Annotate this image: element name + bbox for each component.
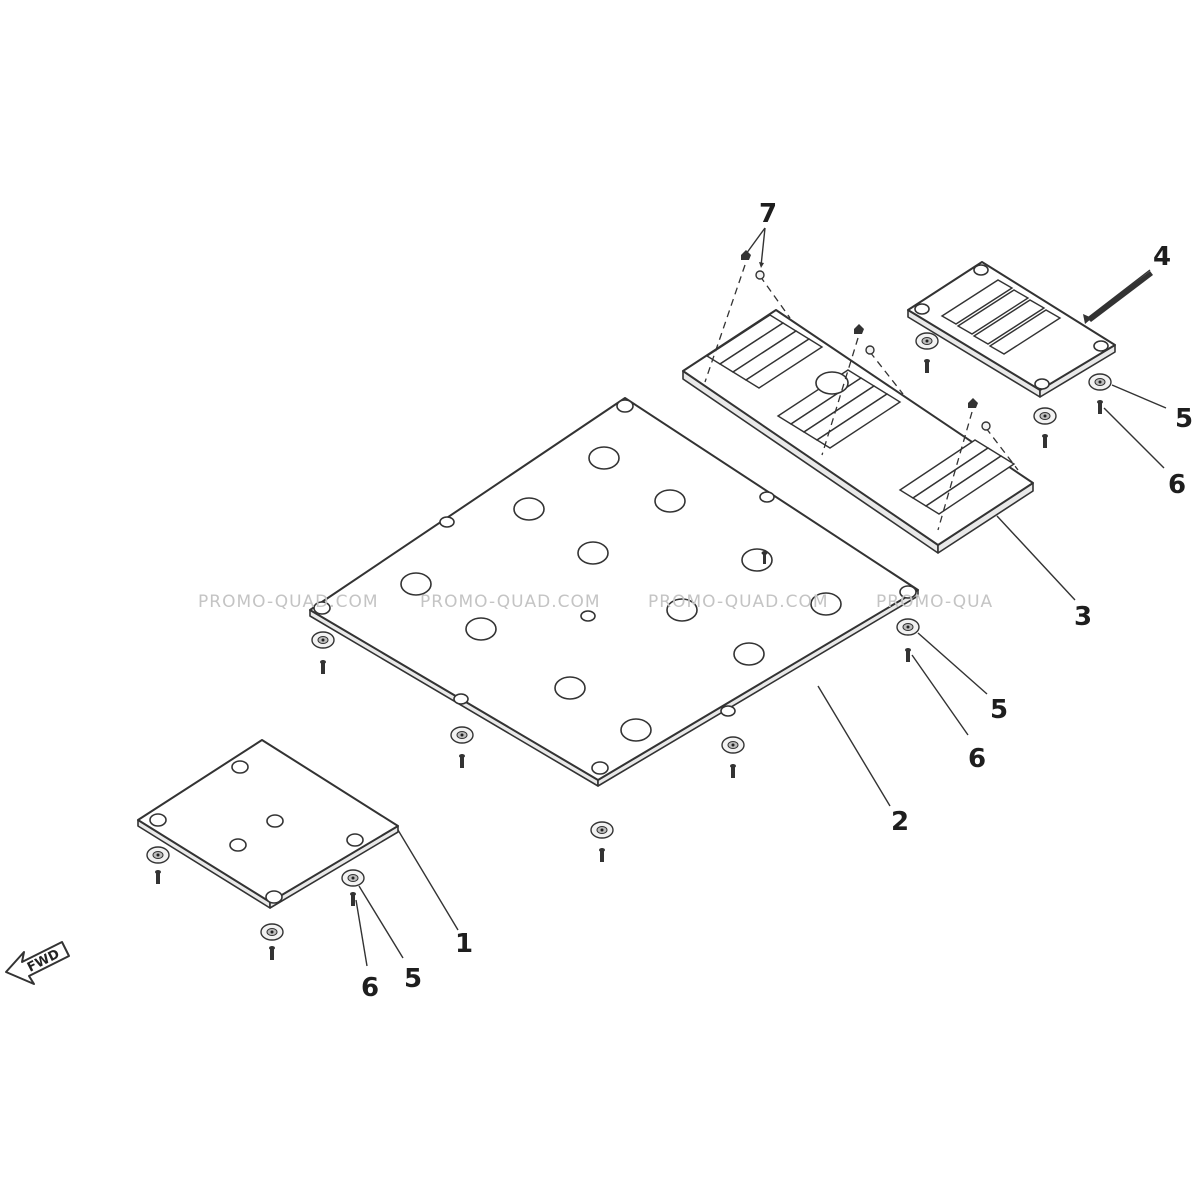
part-2-large-plate [309,397,919,787]
screw-icon [599,848,605,862]
callout-5-right-top: 5 [1175,404,1193,434]
screw-icon [269,946,275,960]
screw-icon [1042,434,1048,448]
callout-6-left: 6 [361,973,379,1003]
washer-icon [260,923,284,941]
screw-icon [905,648,911,662]
rivet-icon [968,398,991,431]
washer-icon [1088,373,1112,391]
callout-7: 7 [759,199,777,229]
washer-icon [915,332,939,350]
washer-icon [146,846,170,864]
screw-icon [924,359,930,373]
rivet-icon [854,324,875,355]
screw-icon [320,660,326,674]
washer-icon [341,869,365,887]
watermark-text: PROMO-QUAD.COM [648,592,829,612]
callout-5-mid: 5 [990,695,1008,725]
washer-icon [896,618,920,636]
washer-icon [721,736,745,754]
callout-6-mid: 6 [968,744,986,774]
callout-1: 1 [455,929,473,959]
part-1-small-plate [137,739,399,909]
callout-2: 2 [891,807,909,837]
washer-icon [1033,407,1057,425]
part-4-slots [914,264,1109,390]
leader-lines [355,227,1167,967]
washers-and-screws [146,332,1112,960]
part-4-slotted-plate [907,261,1116,398]
callout-labels: 1 2 3 4 5 6 5 6 5 6 7 [361,199,1193,1003]
screw-icon [459,754,465,768]
washer-icon [450,726,474,744]
watermark: PROMO-QUAD.COM PROMO-QUAD.COM PROMO-QUAD… [198,592,993,612]
watermark-text: PROMO-QUA [876,592,993,612]
washer-icon [590,821,614,839]
screw-icon [761,551,768,564]
part-7-rivets [704,250,1019,531]
part-1-holes [149,760,364,904]
part-2-holes [313,399,917,775]
callout-3: 3 [1074,602,1092,632]
callout-4: 4 [1153,242,1171,272]
part-3-slotted-plate [682,309,1034,554]
screw-icon [350,892,356,906]
screw-icon [1097,400,1103,414]
screw-icon [155,870,161,884]
callout-5-left: 5 [404,964,422,994]
washer-icon [311,631,335,649]
watermark-text: PROMO-QUAD.COM [198,592,379,612]
fwd-arrow-icon: FWD [5,941,70,985]
watermark-text: PROMO-QUAD.COM [420,592,601,612]
callout-6-right-top: 6 [1168,470,1186,500]
part-3-slots [705,314,1016,515]
screw-icon [730,764,736,778]
